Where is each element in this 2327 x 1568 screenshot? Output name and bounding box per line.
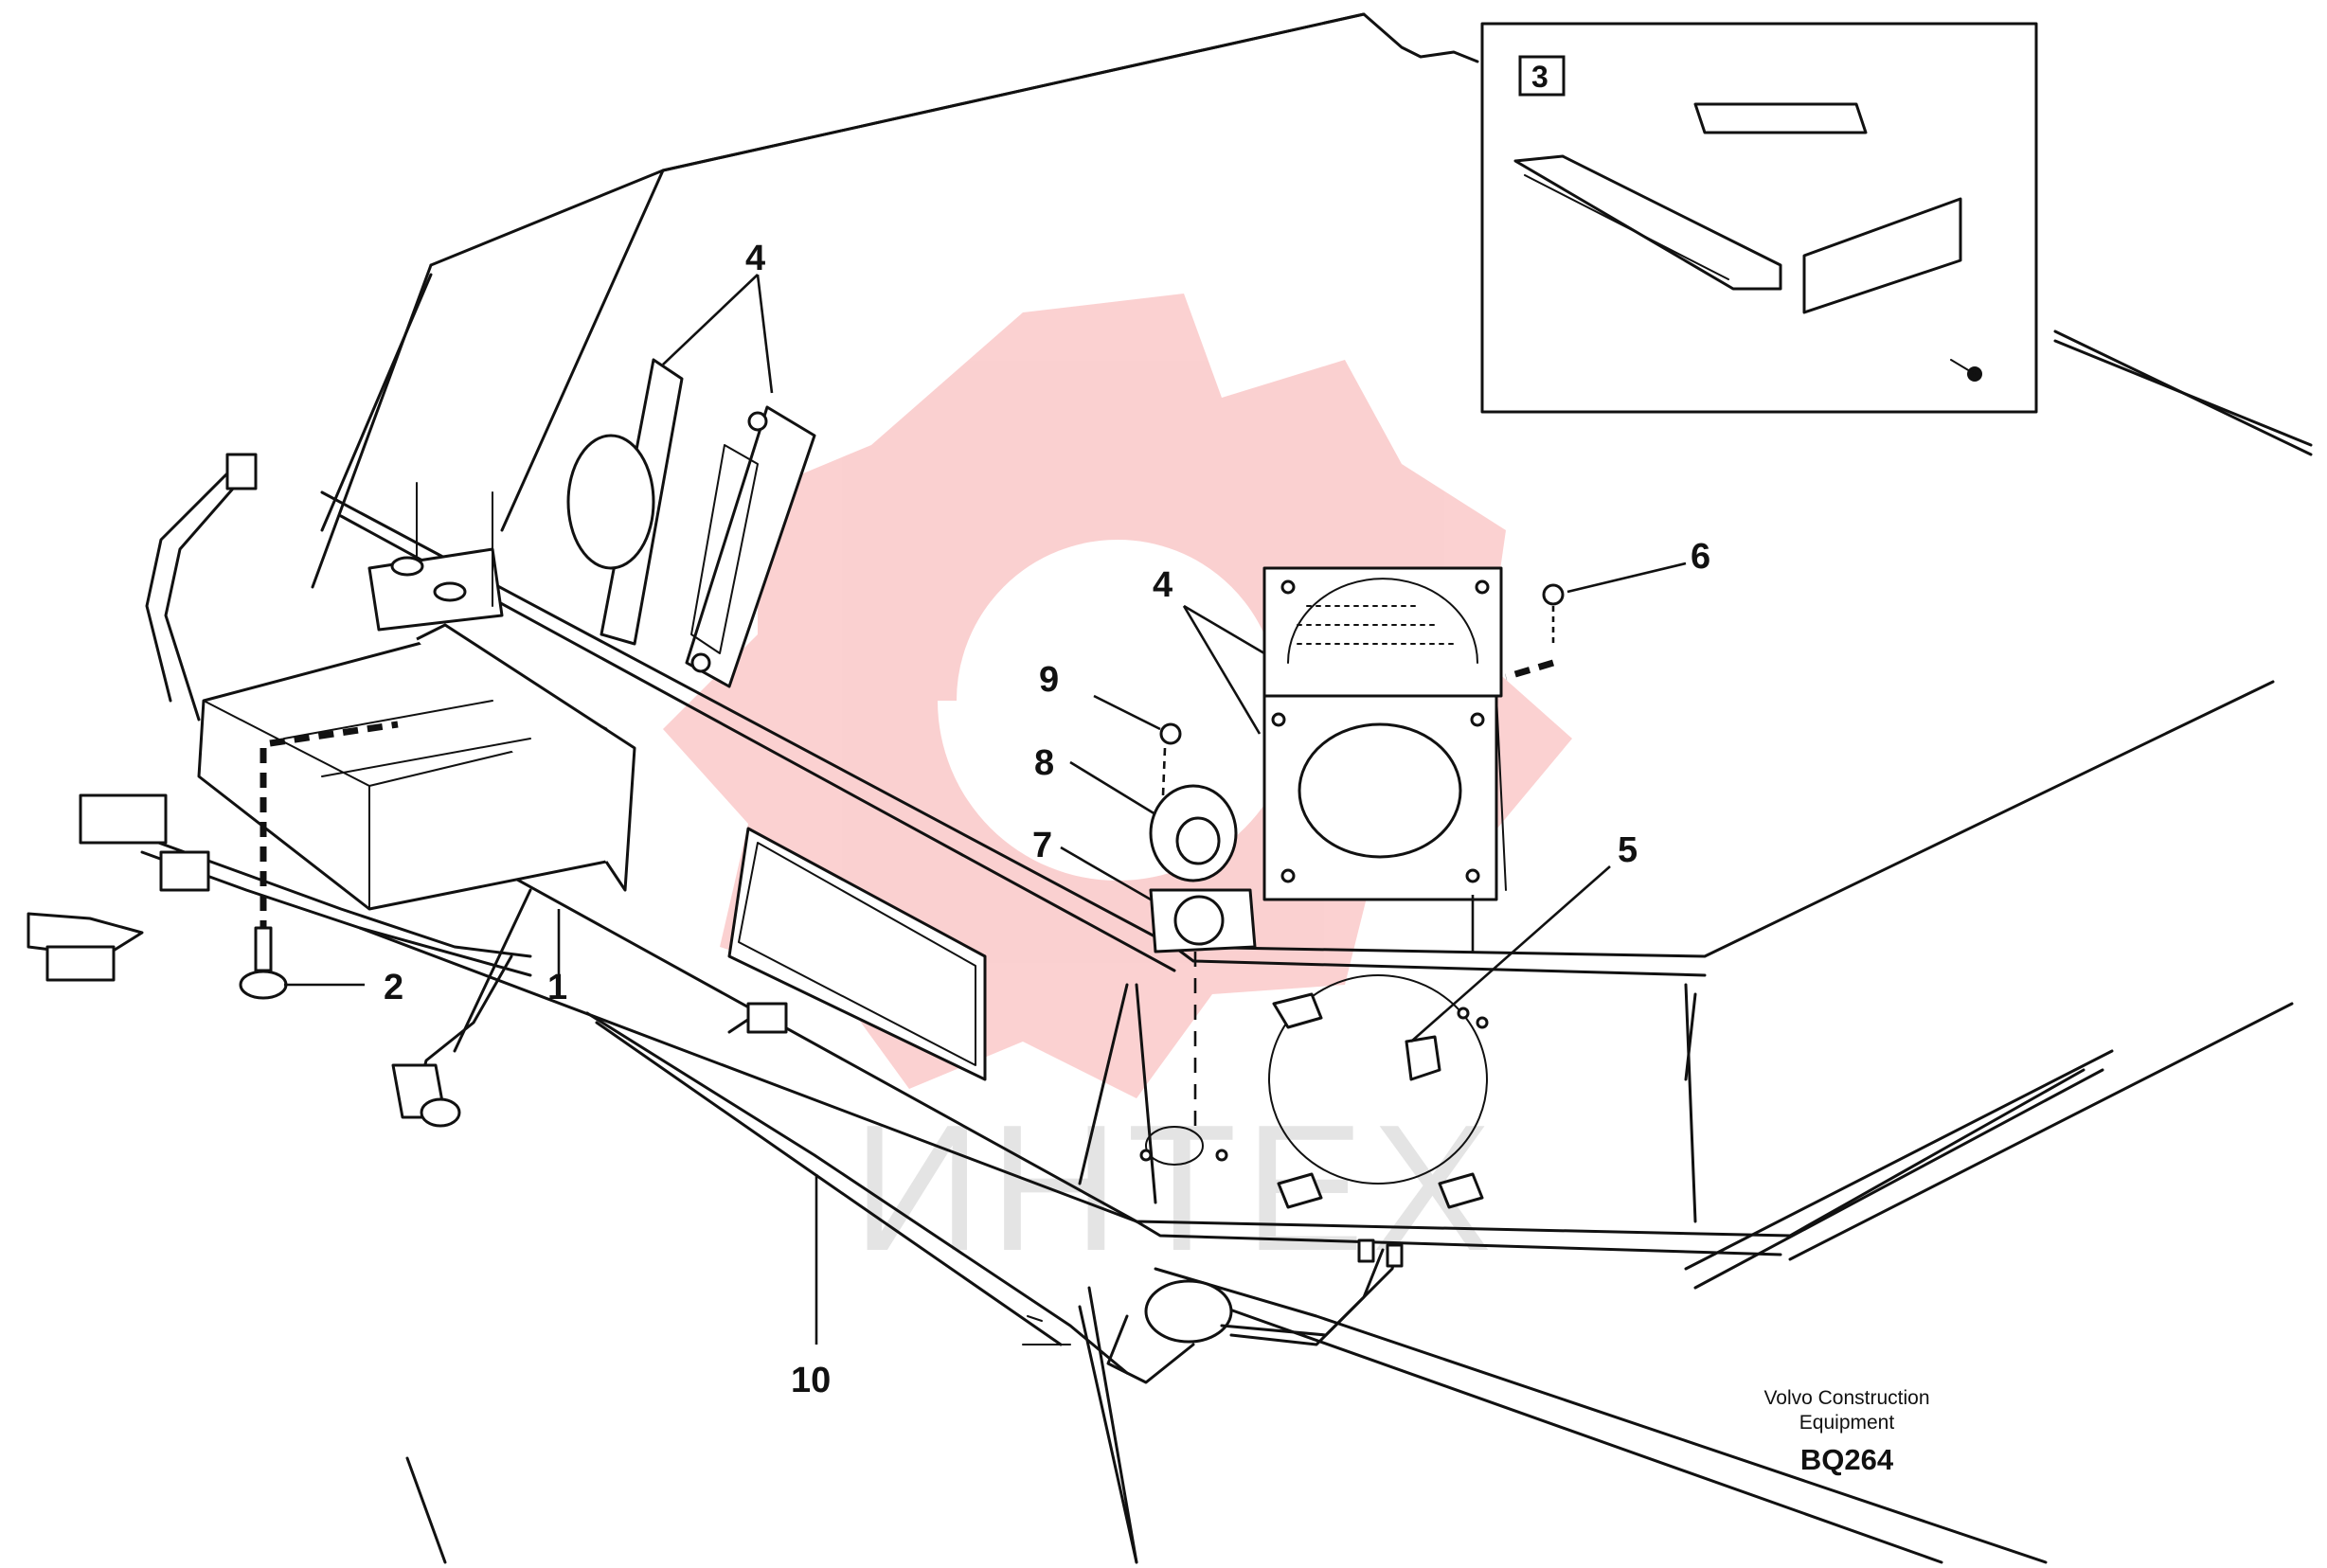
callout-9: 9 xyxy=(1039,660,1059,700)
screw xyxy=(1504,583,1565,681)
display-plate xyxy=(727,827,987,1081)
callout-1: 1 xyxy=(547,968,567,1007)
wiring-harness xyxy=(27,453,1404,1384)
inset-detail-box xyxy=(1480,22,2038,414)
manufacturer-credit: Volvo Construction Equipment xyxy=(1676,1386,2017,1435)
screw xyxy=(1159,722,1182,796)
credit-line-2: Equipment xyxy=(1799,1412,1895,1434)
callout-7: 7 xyxy=(1032,826,1052,865)
callout-10: 10 xyxy=(791,1361,831,1400)
callout-6: 6 xyxy=(1691,537,1710,577)
speaker-left xyxy=(566,358,816,688)
callout-4-right: 4 xyxy=(1153,565,1172,605)
speaker-mount-opening xyxy=(1139,974,1489,1209)
switch-bracket xyxy=(1149,888,1257,1136)
callout-3: 3 xyxy=(1531,60,1548,94)
callout-2: 2 xyxy=(384,968,403,1007)
speaker-right xyxy=(1262,566,1507,952)
callout-8: 8 xyxy=(1034,743,1054,783)
figure-code: BQ264 xyxy=(1799,1443,1894,1476)
leader-lines xyxy=(284,274,1687,1345)
switch-knob xyxy=(1149,784,1238,882)
watermark-text: ИНТЕХ xyxy=(852,1088,1499,1289)
credit-line-1: Volvo Construction xyxy=(1763,1387,1930,1409)
callout-4-top: 4 xyxy=(745,239,765,278)
bolt xyxy=(239,748,288,1000)
callout-5: 5 xyxy=(1618,830,1638,870)
radio-housing xyxy=(197,482,636,911)
cab-outline xyxy=(225,12,2313,1564)
